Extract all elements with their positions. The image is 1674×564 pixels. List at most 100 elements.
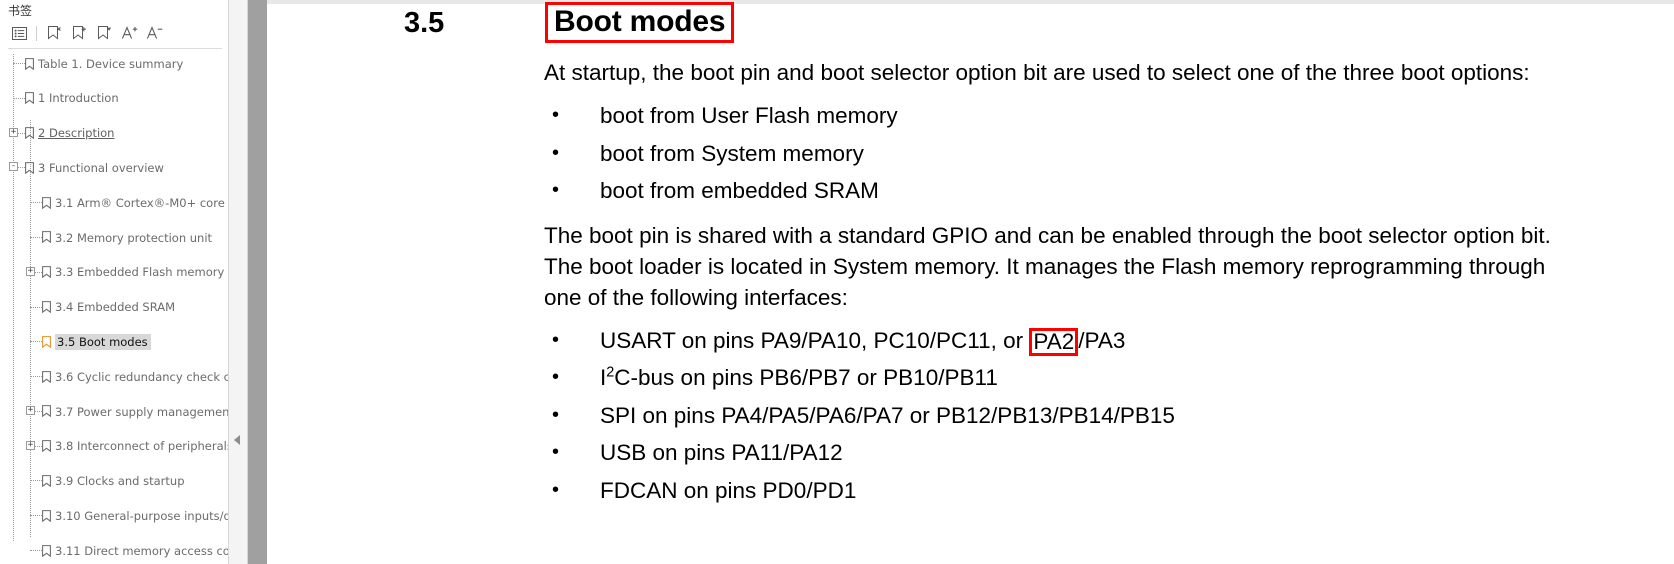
sidebar-scrollbar[interactable] [248,0,267,564]
tree-connector-line [30,515,42,517]
tree-expand-icon[interactable]: + [26,404,35,415]
bullet-icon: • [552,403,560,426]
bookmark-icon [42,370,51,383]
bookmark-icon [42,231,51,244]
list-item-label: SPI on pins PA4/PA5/PA6/PA7 or PB12/PB13… [600,402,1175,428]
bookmark-item-label: 3.7 Power supply management [55,404,228,419]
bookmark-item-label: 3.4 Embedded SRAM [55,300,176,315]
tree-expand-icon[interactable]: + [26,265,35,276]
tree-connector-line [30,236,42,238]
sidebar-splitter[interactable] [228,0,248,564]
bookmark-tree-item[interactable]: +3.7 Power supply management [0,403,228,420]
bookmark-icon [42,475,51,488]
tree-connector-line [30,202,42,204]
tree-connector-line [13,63,25,64]
bookmark-icon [25,92,34,105]
i2c-suffix: C-bus on pins PB6/PB7 or PB10/PB11 [614,365,998,390]
tree-trunk-line [13,54,14,542]
bookmark-caret-icon[interactable] [92,22,117,44]
bookmarks-sidebar: 书签 [0,0,228,564]
bookmark-item-label: Table 1. Device summary [38,56,184,71]
bookmark-item-label: 3.5 Boot modes [55,334,151,350]
list-item-label: boot from User Flash memory [600,103,898,128]
bookmark-tree-item[interactable]: Table 1. Device summary [0,55,228,72]
bookmark-tree-item[interactable]: 3.9 Clocks and startup [0,472,228,489]
tree-connector-line [30,480,42,482]
tree-connector-line [30,376,42,378]
list-item-label: FDCAN on pins PD0/PD1 [600,477,857,503]
bookmark-tree-item[interactable]: +3.8 Interconnect of peripherals [0,438,228,455]
boot-options-list: • boot from User Flash memory • boot fro… [544,97,1574,210]
tree-connector-line [13,167,25,169]
tree-expand-icon[interactable]: + [26,439,35,450]
toolbar-separator [36,25,37,41]
font-increase-icon[interactable] [117,22,142,44]
tree-connector-line [13,132,25,134]
pa2-highlight-annotation: PA2 [1029,327,1079,356]
usart-prefix: USART on pins PA9/PA10, PC10/PC11, or [600,327,1030,353]
tree-connector-line [13,97,25,99]
bookmark-tree-item[interactable]: 3.10 General-purpose inputs/ou [0,507,228,524]
bullet-icon: • [552,104,560,126]
toolbar-divider [8,48,222,49]
bullet-icon: • [552,179,560,201]
list-item: • boot from System memory [544,135,1574,173]
bookmark-tree-item[interactable]: 3.5 Boot modes [0,333,228,350]
list-view-icon[interactable] [7,22,32,44]
bookmark-item-label: 3.3 Embedded Flash memory [55,265,225,280]
bookmark-icon [42,301,51,314]
bookmark-item-label: 3.1 Arm® Cortex®-M0+ core w [55,195,228,210]
bookmark-item-label: 1 Introduction [38,91,119,106]
bookmark-tree-item[interactable]: 3.6 Cyclic redundancy check cal [0,368,228,385]
font-decrease-icon[interactable] [142,22,167,44]
tree-connector-line [30,410,42,412]
bullet-icon: • [552,441,560,463]
list-item-label: USB on pins PA11/PA12 [600,440,843,465]
bookmark-tree-item[interactable]: 3.11 Direct memory access con [0,542,228,559]
bookmark-add-icon[interactable] [67,22,92,44]
bullet-icon: • [552,141,560,164]
bookmark-tree: Table 1. Device summary 1 Introduction +2 … [0,54,228,558]
tree-connector-line [30,306,42,308]
tree-expand-icon[interactable]: + [9,126,18,137]
tree-connector-line [30,445,42,447]
bookmark-item-label: 3.2 Memory protection unit [55,230,213,245]
bookmark-tree-item[interactable]: 3.2 Memory protection unit [0,229,228,246]
bookmark-tree-item[interactable]: -3 Functional overview [0,159,228,176]
i2c-prefix: I [600,365,607,390]
paragraph-boot-pin: The boot pin is shared with a standard G… [544,222,1551,310]
section-title-annotation: Boot modes [545,2,735,43]
list-item-usb: • USB on pins PA11/PA12 [544,434,1574,472]
bullet-icon: • [552,478,560,501]
bookmark-item-label: 2 Description [38,126,115,141]
bookmarks-panel-title: 书签 [8,4,33,18]
tree-collapse-icon[interactable]: - [9,161,18,172]
bullet-icon: • [552,328,560,351]
paragraph-intro: At startup, the boot pin and boot select… [544,60,1530,85]
bookmark-tree-item[interactable]: +3.3 Embedded Flash memory [0,264,228,281]
collapse-sidebar-icon[interactable] [234,435,240,445]
bookmark-icon [25,127,34,140]
document-body: At startup, the boot pin and boot select… [544,57,1574,519]
list-item-label: boot from System memory [600,140,864,166]
list-item-usart: • USART on pins PA9/PA10, PC10/PC11, or … [544,322,1574,360]
bookmark-item-label: 3.9 Clocks and startup [55,474,185,489]
section-heading: 3.5 Boot modes [267,0,1674,52]
bookmark-item-label: 3.6 Cyclic redundancy check cal [55,369,228,384]
document-page: 3.5 Boot modes At startup, the boot pin … [267,0,1674,564]
list-item-spi: • SPI on pins PA4/PA5/PA6/PA7 or PB12/PB… [544,397,1574,435]
bookmark-tree-item[interactable]: 1 Introduction [0,90,228,107]
bookmark-icon [42,405,51,418]
bookmark-tree-item[interactable]: +2 Description [0,125,228,142]
bookmark-icon [25,57,34,70]
list-item-label: boot from embedded SRAM [600,178,879,203]
bookmark-tree-item[interactable]: 3.4 Embedded SRAM [0,299,228,316]
interfaces-list: • USART on pins PA9/PA10, PC10/PC11, or … [544,322,1574,510]
list-item: • boot from User Flash memory [544,97,1574,135]
bookmarks-toolbar [0,20,228,46]
i2c-superscript: 2 [606,364,615,381]
bookmark-tree-item[interactable]: 3.1 Arm® Cortex®-M0+ core w [0,194,228,211]
bookmark-item-label: 3.10 General-purpose inputs/ou [55,508,228,523]
bookmark-delete-icon[interactable] [42,22,67,44]
